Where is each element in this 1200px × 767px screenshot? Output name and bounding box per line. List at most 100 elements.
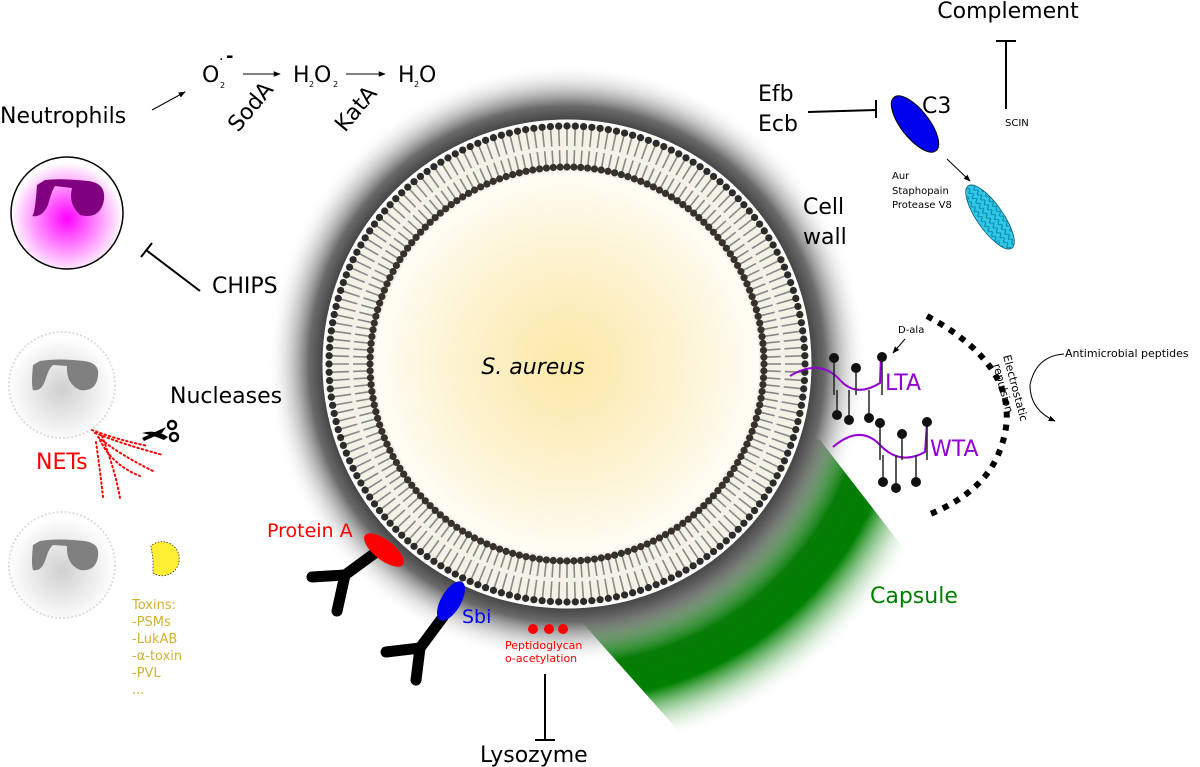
lipid-head-inner <box>754 312 762 320</box>
lipid-tail <box>784 346 803 350</box>
lipid-tail <box>434 194 445 207</box>
lipid-tail <box>412 502 424 514</box>
active-neutrophil <box>10 156 124 270</box>
lipid-tail <box>751 478 768 490</box>
lipid-tail <box>594 151 598 167</box>
lipid-head-outer <box>459 146 467 154</box>
lipid-tail <box>783 385 802 390</box>
dala-residue <box>878 477 888 487</box>
lipid-head-outer <box>430 557 438 565</box>
lipid-head-outer <box>466 142 474 151</box>
dala-residue <box>911 477 921 487</box>
lipid-tail <box>706 182 720 198</box>
lipid-tail <box>710 214 722 226</box>
lipid-head-inner <box>370 401 378 409</box>
lipid-tail <box>370 485 387 497</box>
lipid-head-inner <box>378 293 386 301</box>
lipid-tail <box>357 404 372 410</box>
cell-wall-label-line2: wall <box>803 225 847 250</box>
lipid-tail <box>507 158 513 172</box>
lipid-head-inner <box>515 169 523 177</box>
chips-label: CHIPS <box>212 274 278 299</box>
svg-text:H: H <box>293 63 310 88</box>
lipid-head-inner <box>366 360 374 368</box>
svg-text:Aur: Aur <box>892 171 910 182</box>
lipid-head-inner <box>408 481 416 489</box>
lipid-tail <box>472 171 481 185</box>
lipid-head-outer <box>353 248 361 256</box>
lipid-head-inner <box>643 540 651 548</box>
lipid-tail <box>365 290 380 297</box>
lipid-tail <box>459 178 468 192</box>
lipid-head-outer <box>728 189 736 197</box>
lipid-head-inner <box>549 163 557 172</box>
lipid-tail <box>694 199 706 212</box>
lipid-head-outer <box>325 360 333 368</box>
lipid-head-inner <box>583 164 592 172</box>
lipid-tail <box>365 431 380 438</box>
lipid-tail <box>771 437 790 446</box>
lipid-tail <box>500 160 506 175</box>
lipid-head-inner <box>421 497 429 505</box>
lipid-tail <box>681 548 693 565</box>
peptidoglycan-dot <box>528 624 538 634</box>
lipid-head-outer <box>361 234 369 242</box>
lipid-head-inner <box>737 267 745 276</box>
lipid-head-inner <box>718 481 726 489</box>
lipid-head-outer <box>596 596 604 604</box>
lipid-head-inner <box>597 554 605 562</box>
lipid-head-inner <box>376 299 384 307</box>
lipid-tail <box>448 552 459 569</box>
lipid-head-outer <box>563 598 571 606</box>
lipid-tail <box>536 151 540 167</box>
lipid-head-outer <box>423 552 431 561</box>
lipid-head-inner <box>386 274 394 282</box>
nets-neutrophil <box>8 331 116 439</box>
lipid-tail <box>441 548 453 565</box>
cytoplasm <box>375 172 759 556</box>
lipid-tail <box>485 141 494 160</box>
lipid-head-outer <box>682 154 690 162</box>
lipid-head-outer <box>337 286 345 295</box>
cell-wall-label-line1: Cell <box>803 195 844 220</box>
capsule-label: Capsule <box>870 584 958 609</box>
lipid-head-outer <box>620 591 629 599</box>
lipid-tail <box>408 188 422 203</box>
lipid-tail <box>715 220 727 231</box>
lipid-tail <box>666 178 675 192</box>
lipid-head-outer <box>740 519 748 527</box>
lipid-tail <box>446 529 456 542</box>
lipid-tail <box>493 139 501 157</box>
lipid-tail <box>514 557 520 572</box>
lipid-head-inner <box>509 549 517 557</box>
lipid-head-inner <box>758 332 766 341</box>
lipid-tail <box>359 411 374 417</box>
scin-label: SCIN <box>1005 118 1029 129</box>
lipid-head-outer <box>437 158 445 166</box>
lipid-head-outer <box>416 172 425 181</box>
lipid-tail <box>374 269 388 278</box>
lipid-head-outer <box>799 393 807 401</box>
lipid-head-inner <box>529 554 537 562</box>
lipid-tail <box>339 298 358 305</box>
lipid-tail <box>760 311 775 317</box>
cell-name-label: S. aureus <box>481 355 584 380</box>
lipid-head-outer <box>696 557 704 565</box>
lipid-tail <box>626 573 633 592</box>
lipid-head-outer <box>750 213 759 222</box>
lipid-tail <box>529 560 534 575</box>
svg-text:Toxins:: Toxins: <box>131 598 176 613</box>
lipid-tail <box>363 297 378 303</box>
lipid-head-inner <box>383 280 391 288</box>
lipid-tail <box>446 186 456 199</box>
lipid-head-outer <box>555 122 563 130</box>
lipid-tail <box>423 204 434 216</box>
soda-enzyme-label: SodA <box>223 78 278 137</box>
lipid-tail <box>765 451 783 461</box>
lipid-head-inner <box>705 223 713 231</box>
wta-label: WTA <box>930 437 979 462</box>
lipid-tail <box>736 249 749 259</box>
c3-protein <box>890 95 940 153</box>
lipid-tail <box>412 214 424 226</box>
lipid-head-outer <box>370 500 379 508</box>
